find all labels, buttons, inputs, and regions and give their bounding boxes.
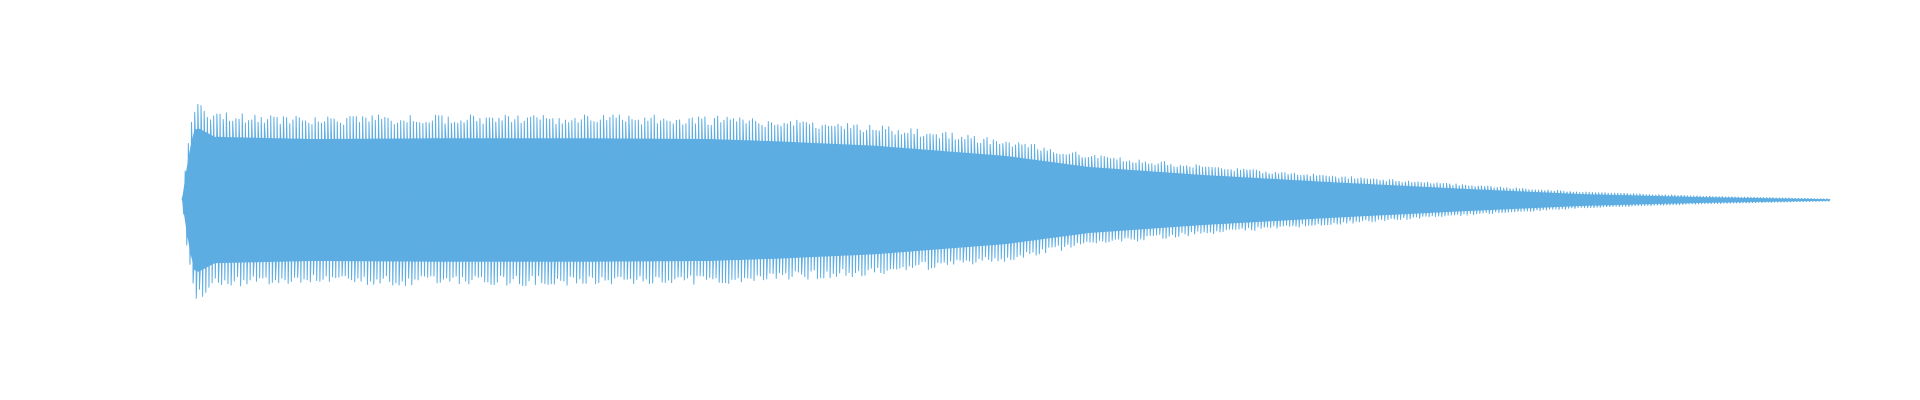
waveform-line (181, 103, 1831, 299)
waveform-series (181, 103, 1831, 299)
